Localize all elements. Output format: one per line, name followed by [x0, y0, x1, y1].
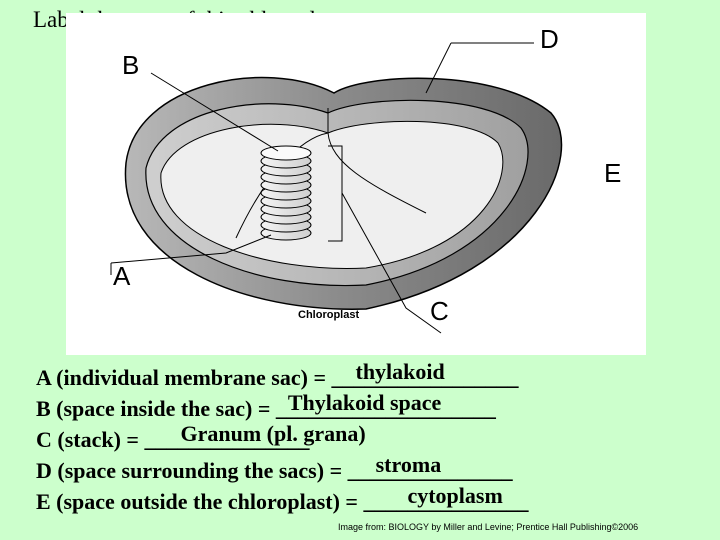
question-c: C (stack) = _______________Granum (pl. g…: [36, 421, 366, 453]
question-a: A (individual membrane sac) = __________…: [36, 359, 519, 391]
chloroplast-figure: B D E A C Chloroplast: [66, 13, 646, 355]
question-e: E (space outside the chloroplast) = ____…: [36, 483, 529, 515]
question-c-prompt: C (stack) =: [36, 427, 145, 452]
answer-c: Granum (pl. grana): [180, 421, 366, 446]
question-d: D (space surrounding the sacs) = _______…: [36, 452, 513, 484]
answer-blank-e: _______________cytoplasm: [363, 483, 529, 514]
question-b: B (space inside the sac) = _____________…: [36, 390, 496, 422]
answer-blank-b: ____________________Thylakoid space: [275, 390, 496, 421]
answer-a: thylakoid: [355, 359, 445, 384]
answer-blank-c: _______________Granum (pl. grana): [144, 421, 366, 452]
question-e-prompt: E (space outside the chloroplast) =: [36, 489, 364, 514]
question-a-prompt: A (individual membrane sac) =: [36, 365, 332, 390]
image-credit: Image from: BIOLOGY by Miller and Levine…: [338, 522, 639, 532]
answer-blank-a: _________________thylakoid: [331, 359, 519, 390]
label-e: E: [604, 158, 622, 188]
answer-b: Thylakoid space: [287, 390, 442, 415]
answer-e: cytoplasm: [407, 483, 503, 508]
granum-stack: [260, 145, 312, 241]
label-c: C: [430, 296, 449, 326]
label-a: A: [113, 261, 131, 291]
figure-caption: Chloroplast: [298, 309, 360, 321]
chloroplast-diagram: [110, 42, 563, 334]
label-d: D: [540, 24, 559, 54]
answer-blank-d: _______________stroma: [347, 452, 513, 483]
question-b-prompt: B (space inside the sac) =: [36, 396, 276, 421]
label-b: B: [122, 50, 140, 80]
answer-d: stroma: [375, 452, 442, 477]
stroma-region: [160, 120, 504, 269]
question-d-prompt: D (space surrounding the sacs) =: [36, 458, 348, 483]
